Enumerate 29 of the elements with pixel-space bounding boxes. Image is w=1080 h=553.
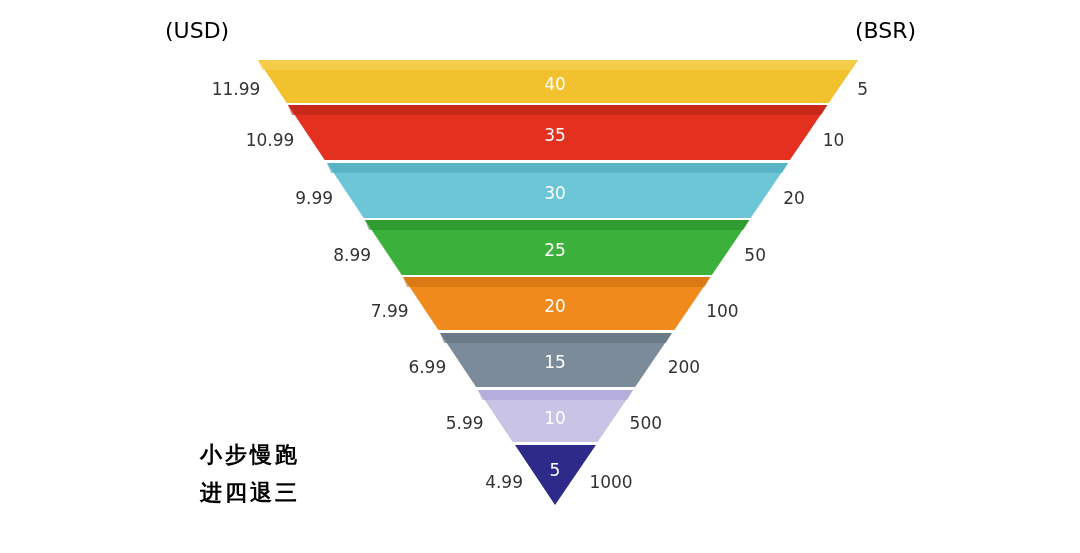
price-label: 6.99 — [408, 357, 447, 377]
bsr-label: 200 — [667, 357, 701, 377]
bsr-label: 20 — [783, 187, 805, 208]
band-value: 20 — [543, 295, 567, 316]
bsr-label: 500 — [629, 413, 663, 433]
band-value: 5 — [548, 460, 562, 480]
band-value: 40 — [543, 73, 567, 94]
slogan-text: 进四退三 — [200, 479, 300, 507]
slogan-text: 小步慢跑 — [200, 441, 300, 469]
band-value: 10 — [543, 408, 567, 428]
bsr-label: 10 — [822, 129, 845, 150]
bsr-label: 5 — [857, 78, 869, 99]
band-value: 35 — [543, 124, 567, 145]
unit-label: (BSR) — [855, 18, 917, 43]
price-label: 5.99 — [445, 413, 484, 433]
unit-label: (USD) — [165, 18, 230, 43]
bsr-label: 100 — [706, 300, 739, 321]
price-label: 10.99 — [245, 129, 295, 150]
band-value: 15 — [543, 352, 567, 372]
funnel-band — [258, 60, 858, 103]
band-value: 25 — [543, 239, 567, 260]
band-value: 30 — [543, 182, 567, 203]
price-label: 11.99 — [211, 78, 261, 99]
price-label: 8.99 — [333, 244, 372, 265]
price-label: 9.99 — [295, 187, 334, 208]
bsr-label: 1000 — [589, 472, 633, 492]
bsr-label: 50 — [744, 244, 766, 265]
price-label: 4.99 — [485, 472, 523, 492]
price-label: 7.99 — [370, 300, 409, 321]
